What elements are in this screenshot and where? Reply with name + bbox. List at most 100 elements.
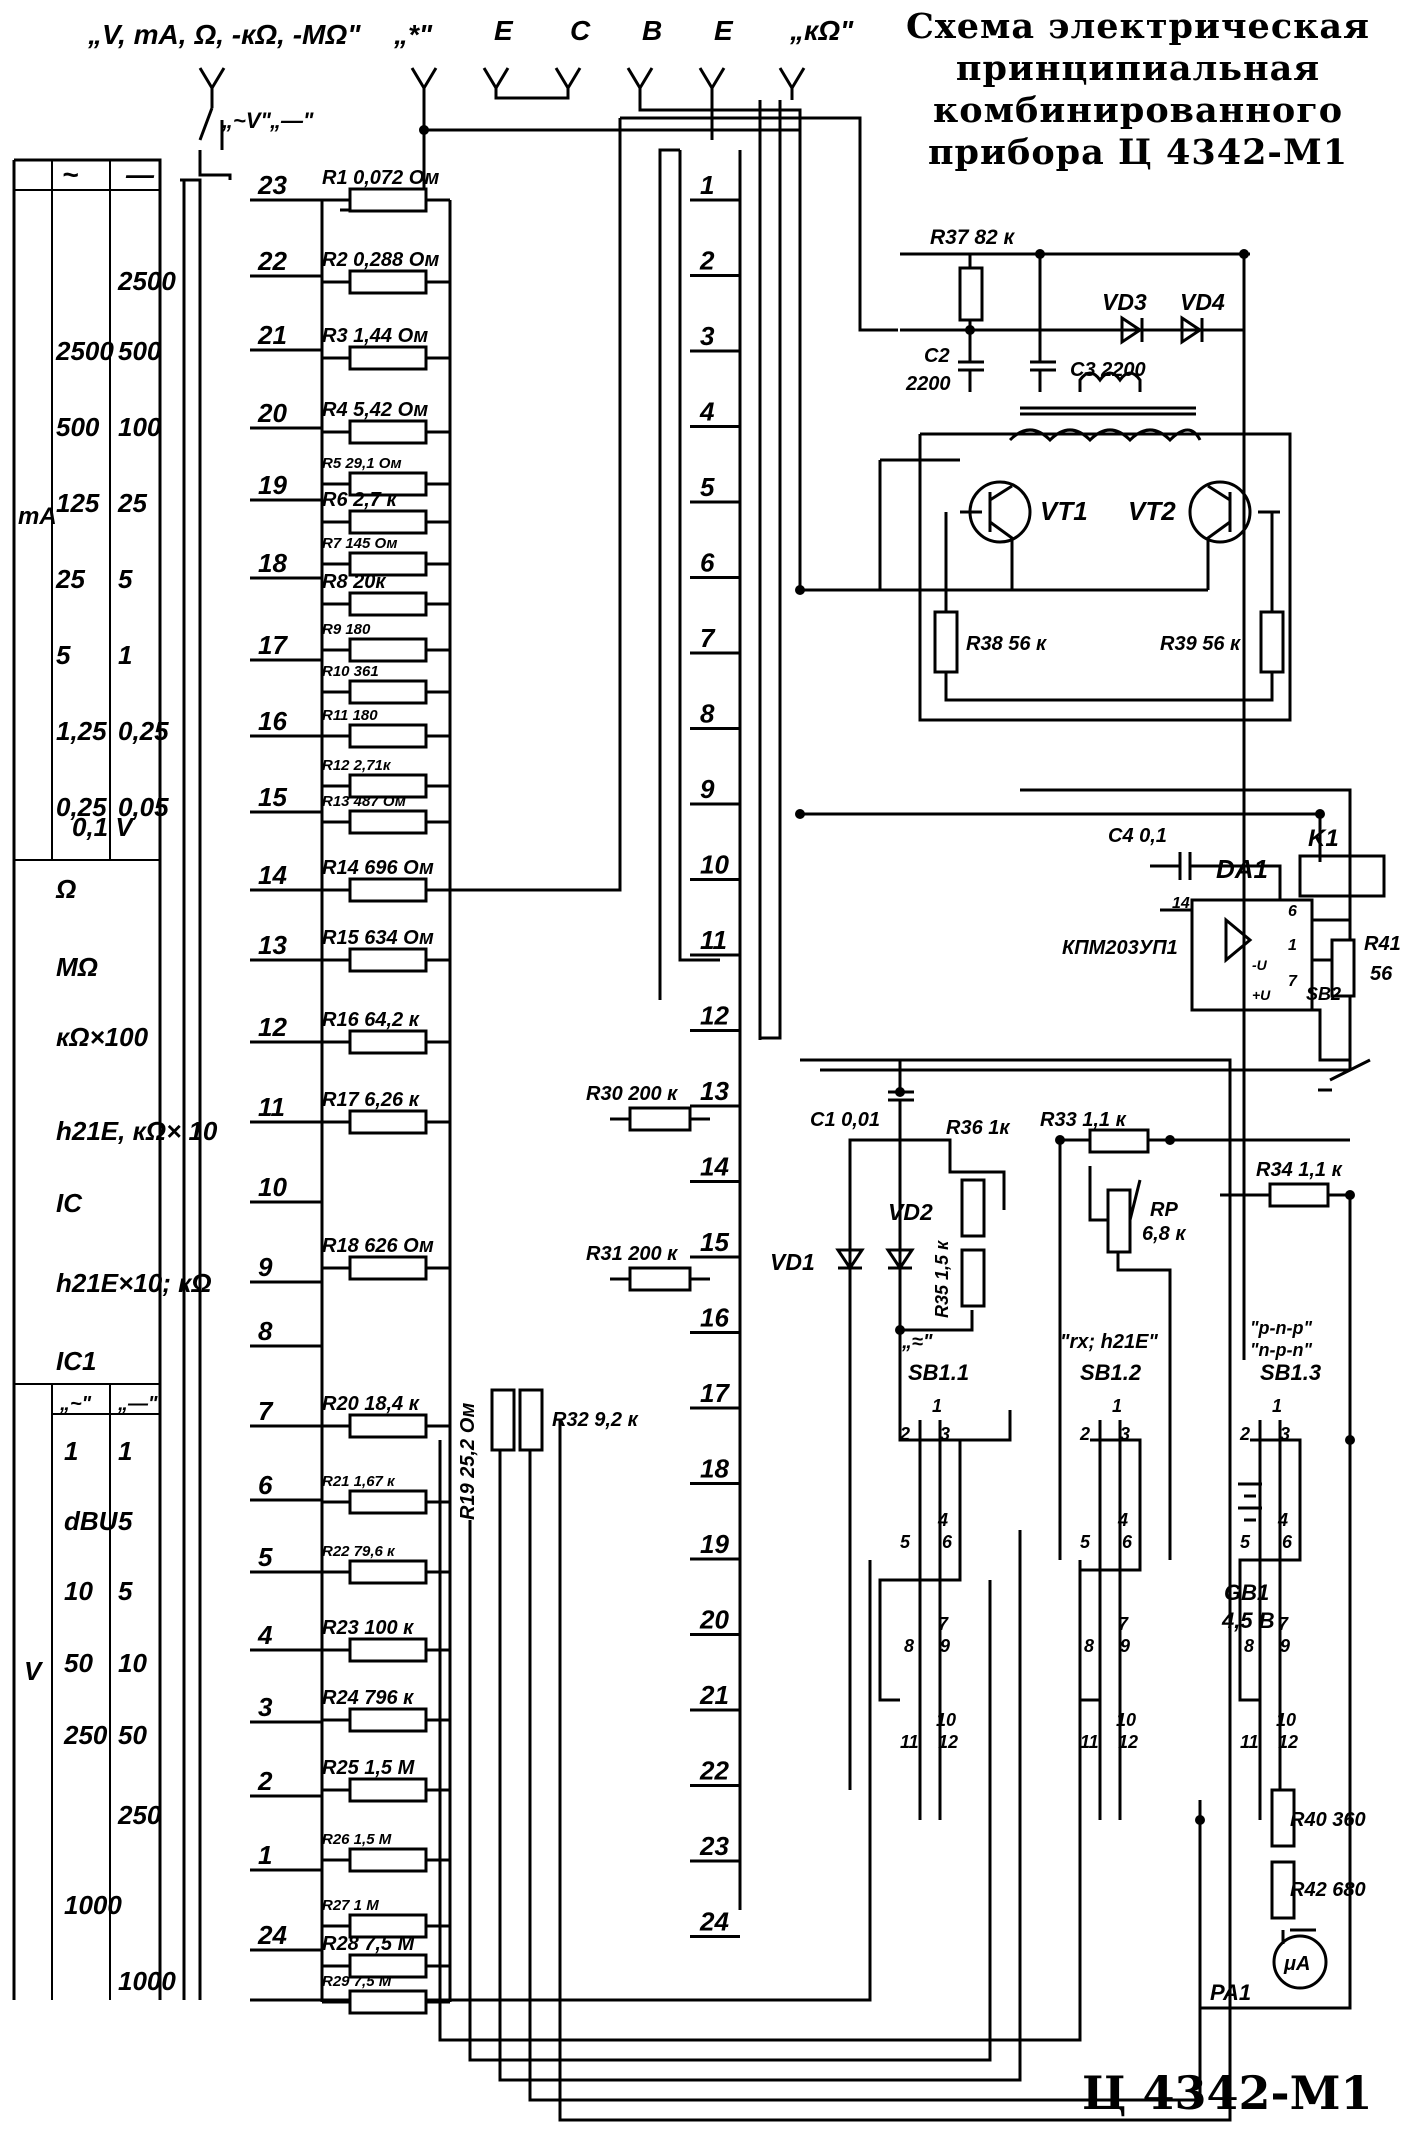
right-pin-number: 20 <box>699 1605 729 1635</box>
title-line-4: прибора Ц 4342-М1 <box>927 132 1349 173</box>
right-pin-number: 5 <box>700 472 715 502</box>
sb2-label: SB2 <box>1306 984 1341 1004</box>
right-pin-number: 10 <box>700 850 729 880</box>
return-loop-2 <box>438 1440 1082 2042</box>
switch-contact-number: 3 <box>1120 1424 1130 1444</box>
da1-block <box>1190 898 1314 1012</box>
scale-v-ac-value: 1 <box>64 1436 78 1466</box>
scale-v-ac-value: 250 <box>63 1720 108 1750</box>
terminal-e1-label: E <box>494 15 514 46</box>
scale-mode-label: IC1 <box>56 1346 96 1376</box>
switch-contact-number: 12 <box>1278 1732 1298 1752</box>
pa1-label: PA1 <box>1210 1980 1251 2005</box>
scale-mA-dc-value: 0,25 <box>118 716 169 746</box>
left-pin-number: 14 <box>258 860 287 890</box>
r36-body <box>960 1178 986 1238</box>
r37-body <box>958 266 984 322</box>
terminal-e2-label: E <box>714 15 734 46</box>
switch-dc-label: „—" <box>269 108 314 133</box>
sb11-mode-label: „≈" <box>901 1331 933 1353</box>
resistor-r11-label: R11 180 <box>322 707 378 724</box>
resistor-r24-label: R24 796 к <box>322 1687 414 1709</box>
scale-v-dc-value: 10 <box>118 1648 147 1678</box>
sb13-label: SB1.3 <box>1260 1360 1321 1385</box>
switch-contact-number: 2 <box>1239 1424 1250 1444</box>
left-pin-number: 6 <box>258 1470 273 1500</box>
vd2-label: VD2 <box>888 1199 933 1225</box>
c4-symbol <box>1150 852 1282 900</box>
resistor-r20-label: R20 18,4 к <box>322 1393 420 1415</box>
connector-pins: 2322212019181716151413121110987654321241… <box>250 170 740 1952</box>
resistor-r4-label: R4 5,42 Ом <box>322 399 428 421</box>
right-pin-number: 9 <box>700 774 715 804</box>
scale-v-dc-value: 1 <box>118 1436 132 1466</box>
junction-dot <box>1195 1815 1205 1825</box>
scale-section-lines <box>14 859 160 1415</box>
right-pin-number: 6 <box>700 548 715 578</box>
scale-mode-label: IC <box>56 1188 83 1218</box>
bias-bottom <box>944 672 1274 702</box>
scale-mode-label: кΩ×100 <box>56 1022 149 1052</box>
scale-mA-dc-value: 2500 <box>117 266 176 296</box>
switch-contact-number: 5 <box>1080 1532 1091 1552</box>
left-pin-number: 17 <box>258 630 288 660</box>
sb2-contact <box>1318 1058 1371 1092</box>
r37-label: R37 82 к <box>930 226 1016 249</box>
resistor-r13-body <box>348 809 428 835</box>
scale-mA-ac-value: 0,25 <box>56 792 107 822</box>
scale-ac-symbol: ~ <box>62 159 78 190</box>
resistor-r4-body <box>348 419 428 445</box>
vt2-body <box>1188 480 1252 544</box>
bus-star <box>424 100 802 132</box>
scale-mA-ac-value: 2500 <box>55 336 114 366</box>
right-pin-number: 19 <box>700 1529 729 1559</box>
switch-contact-number: 11 <box>900 1732 919 1752</box>
rp-wiper <box>1088 1166 1142 1222</box>
resistor-r3-label: R3 1,44 Ом <box>322 325 428 347</box>
r40-label: R40 360 <box>1290 1809 1366 1831</box>
right-pin-number: 18 <box>700 1454 729 1484</box>
vt2-leads <box>1206 484 1280 590</box>
terminal-b-fork <box>626 67 654 100</box>
resistor-r12-label: R12 2,71к <box>322 757 392 774</box>
switch-contact-number: 9 <box>940 1636 950 1656</box>
scale-v-ac-value: 10 <box>64 1576 93 1606</box>
left-pin-number: 9 <box>258 1252 273 1282</box>
return-loop-3 <box>468 1520 992 2062</box>
scale-v-dividers <box>51 1384 111 2000</box>
scale-v-dc-value: 5 <box>118 1576 133 1606</box>
sb13-mode-2: "n-p-n" <box>1250 1340 1313 1360</box>
r33-body <box>1088 1128 1150 1154</box>
model-footer: Ц 4342-М1 <box>1082 2066 1373 2120</box>
resistor-r9-label: R9 180 <box>322 621 371 638</box>
switch-contact-number: 10 <box>1276 1710 1296 1730</box>
left-pin-number: 3 <box>258 1692 273 1722</box>
scale-mA-dc-value: 100 <box>118 412 162 442</box>
scale-mA-dc-value: 5 <box>118 564 133 594</box>
resistor-r27-label: R27 1 М <box>322 1897 379 1914</box>
switch-contact-number: 11 <box>1240 1732 1259 1752</box>
resistor-r16-body <box>348 1029 428 1055</box>
title-line-1: Схема электрическая <box>906 6 1370 47</box>
switch-contact-number: 7 <box>938 1614 949 1634</box>
right-pin-number: 4 <box>699 397 715 427</box>
r42-label: R42 680 <box>1290 1879 1366 1901</box>
return-loop-1 <box>250 1560 872 2002</box>
resistor-r17-body <box>348 1109 428 1135</box>
da1-pin-6: 6 <box>1288 903 1297 920</box>
r30-label: R30 200 к <box>586 1083 678 1105</box>
bus-kohm <box>760 100 782 1040</box>
resistor-r9-body <box>348 637 428 663</box>
junction-dot <box>1239 249 1249 259</box>
right-pin-number: 21 <box>699 1680 729 1710</box>
left-pin-number: 2 <box>257 1766 273 1796</box>
static-wiring: „V, mA, Ω, -кΩ, -МΩ" „*" E C B E „кΩ" „~… <box>12 15 1401 2122</box>
c1-left-branch <box>848 1100 902 1790</box>
left-pin-number: 19 <box>258 470 287 500</box>
scale-mode-label: h21E, кΩ× 10 <box>56 1116 218 1146</box>
left-pin-number: 16 <box>258 706 287 736</box>
transformer-secondary <box>1078 371 1142 392</box>
sb11-label: SB1.1 <box>908 1360 969 1385</box>
